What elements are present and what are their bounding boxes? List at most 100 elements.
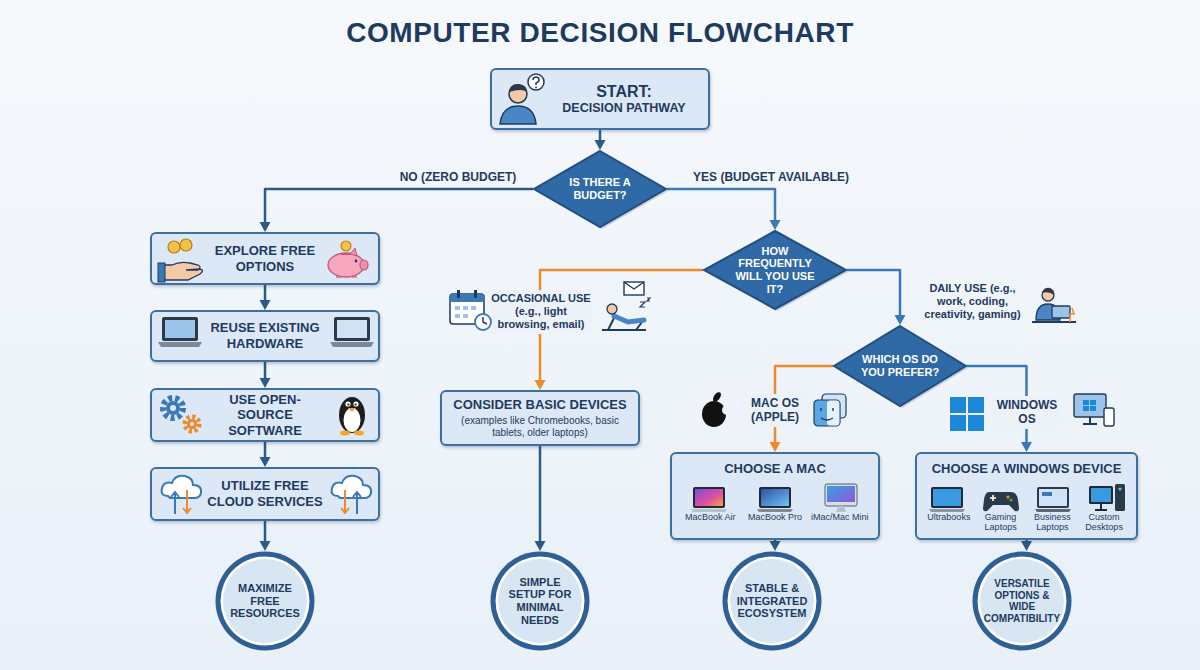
cloud-sync-icon-part — [183, 490, 191, 513]
gamepad-icon-part — [990, 495, 996, 501]
thinking-person-icon-part — [528, 74, 544, 90]
calendar-clock-icon-part — [471, 306, 476, 310]
ultrabook-icon-part — [933, 489, 961, 506]
monitor-devices-icon-part — [1074, 394, 1106, 417]
arrow-head — [535, 541, 546, 551]
gamepad-icon — [983, 492, 1019, 511]
arrow-head — [770, 220, 781, 230]
hand-coins-icon-part — [168, 241, 180, 253]
piggy-bank-icon — [328, 241, 368, 278]
device-label: Business Laptops — [1027, 512, 1079, 533]
monitor-devices-icon-part — [1090, 400, 1096, 405]
node-label: UTILIZE FREE CLOUD SERVICES — [204, 478, 326, 509]
circle-ring — [216, 552, 315, 651]
outcome-circle: VERSATILE OPTIONS & WIDE COMPATIBILITY — [972, 551, 1072, 651]
text-area: CHOOSE A MACMacBook AirMacBook ProiMac/M… — [672, 454, 878, 538]
piggy-bank-icon-part — [328, 253, 364, 277]
calendar-clock-icon-part — [463, 306, 468, 310]
imac-icon-part — [836, 506, 846, 512]
cloud-sync-icon — [332, 476, 372, 514]
cloud-sync-icon — [162, 476, 202, 514]
arrow-head — [260, 222, 271, 232]
item-row: UltrabooksGaming LaptopsBusiness Laptops… — [923, 512, 1130, 533]
cloud-sync-icon-part — [162, 476, 202, 498]
finder-icon — [814, 394, 846, 426]
gamepad-icon-part — [1006, 495, 1009, 498]
diamond-fill — [704, 231, 846, 309]
hand-coins-icon-part — [164, 262, 203, 280]
laptop-icon-part — [165, 320, 195, 338]
hand-coins-icon-part — [158, 263, 165, 282]
penguin-icon — [339, 397, 365, 436]
apple-logo-part — [711, 391, 722, 403]
flow-arrow — [1021, 540, 1032, 551]
calendar-clock-icon-part — [474, 290, 477, 298]
device-label: MacBook Air — [678, 512, 743, 522]
process-box: REUSE EXISTING HARDWARE — [150, 310, 380, 362]
thinking-person-icon — [500, 74, 544, 124]
envelope-icon-part — [624, 282, 644, 295]
gears-icon-part — [187, 419, 197, 429]
calendar-clock-icon-part — [475, 314, 491, 330]
relaxing-person-icon-part — [640, 298, 650, 307]
hand-coins-icon — [158, 239, 203, 282]
edge-label: YES (BUDGET AVAILABLE) — [676, 170, 866, 184]
thinking-person-icon-part — [509, 85, 527, 103]
finder-icon-part — [821, 408, 833, 420]
monitor-devices-icon-part — [1083, 406, 1089, 411]
relaxing-person-icon-part — [607, 304, 617, 314]
piggy-bank-icon-part — [360, 260, 368, 270]
node-label: USE OPEN-SOURCE SOFTWARE — [204, 392, 326, 439]
macbook-air-icon-part — [693, 487, 725, 508]
windows-logo-part — [968, 397, 984, 413]
node-label: EXPLORE FREE OPTIONS — [204, 243, 326, 274]
connector-line — [264, 362, 267, 380]
macbook-air-icon-part — [695, 489, 723, 506]
monitor-devices-icon-part — [1090, 406, 1096, 411]
device-label: iMac/Mac Mini — [807, 512, 872, 522]
flow-arrow — [847, 270, 906, 325]
piggy-bank-icon-part — [336, 270, 341, 278]
outcome-circle: STABLE & INTEGRATED ECOSYSTEM — [722, 551, 822, 651]
calendar-clock-icon-part — [450, 294, 484, 324]
arrow-head — [260, 378, 271, 388]
laptop-icon-part — [162, 317, 198, 341]
decision-diamond: HOW FREQUENTLY WILL YOU USE IT? — [703, 230, 847, 310]
person-laptop-icon-part — [1036, 304, 1060, 320]
flow-arrow — [667, 189, 781, 230]
node-label: START: — [596, 82, 652, 101]
flow-arrow — [595, 130, 606, 150]
business-laptop-icon-part — [1039, 489, 1067, 506]
flow-arrow — [260, 442, 271, 467]
desktop-pc-icon-part — [1095, 504, 1107, 510]
diamond-fill — [834, 326, 966, 406]
connector-line — [847, 270, 900, 317]
laptop-icon — [330, 317, 374, 347]
device-label: Custom Desktops — [1078, 512, 1130, 533]
finder-icon-part — [827, 401, 839, 426]
outcome-circle: MAXIMIZE FREE RESOURCES — [215, 551, 315, 651]
relaxing-person-icon-part — [602, 314, 646, 330]
gears-icon-part — [170, 405, 176, 411]
node-label: CONSIDER BASIC DEVICES — [453, 397, 626, 413]
gamepad-icon-part — [983, 492, 1019, 511]
edge-label: DAILY USE (e.g., work, coding, creativit… — [915, 282, 1030, 322]
calendar-clock-icon-part — [455, 306, 460, 310]
process-box: USE OPEN-SOURCE SOFTWARE — [150, 388, 380, 442]
connector-line — [539, 446, 542, 543]
arrow-head — [260, 457, 271, 467]
arrow-head — [770, 541, 781, 551]
calendar-clock-icon-part — [457, 290, 460, 298]
arrow-head — [895, 315, 906, 325]
macbook-air-icon-part — [691, 509, 727, 512]
circle-inner-ring — [728, 557, 817, 646]
penguin-icon-part — [339, 397, 365, 433]
gamepad-icon-part — [1009, 498, 1012, 501]
node-label: SIMPLE SETUP FOR MINIMAL NEEDS — [502, 576, 578, 627]
device-box: CHOOSE A WINDOWS DEVICEUltrabooksGaming … — [915, 452, 1138, 540]
apple-logo — [702, 391, 732, 427]
person-laptop-icon-part — [1052, 306, 1070, 318]
node-label: MAXIMIZE FREE RESOURCES — [227, 582, 303, 620]
windows-logo-part — [968, 415, 984, 431]
